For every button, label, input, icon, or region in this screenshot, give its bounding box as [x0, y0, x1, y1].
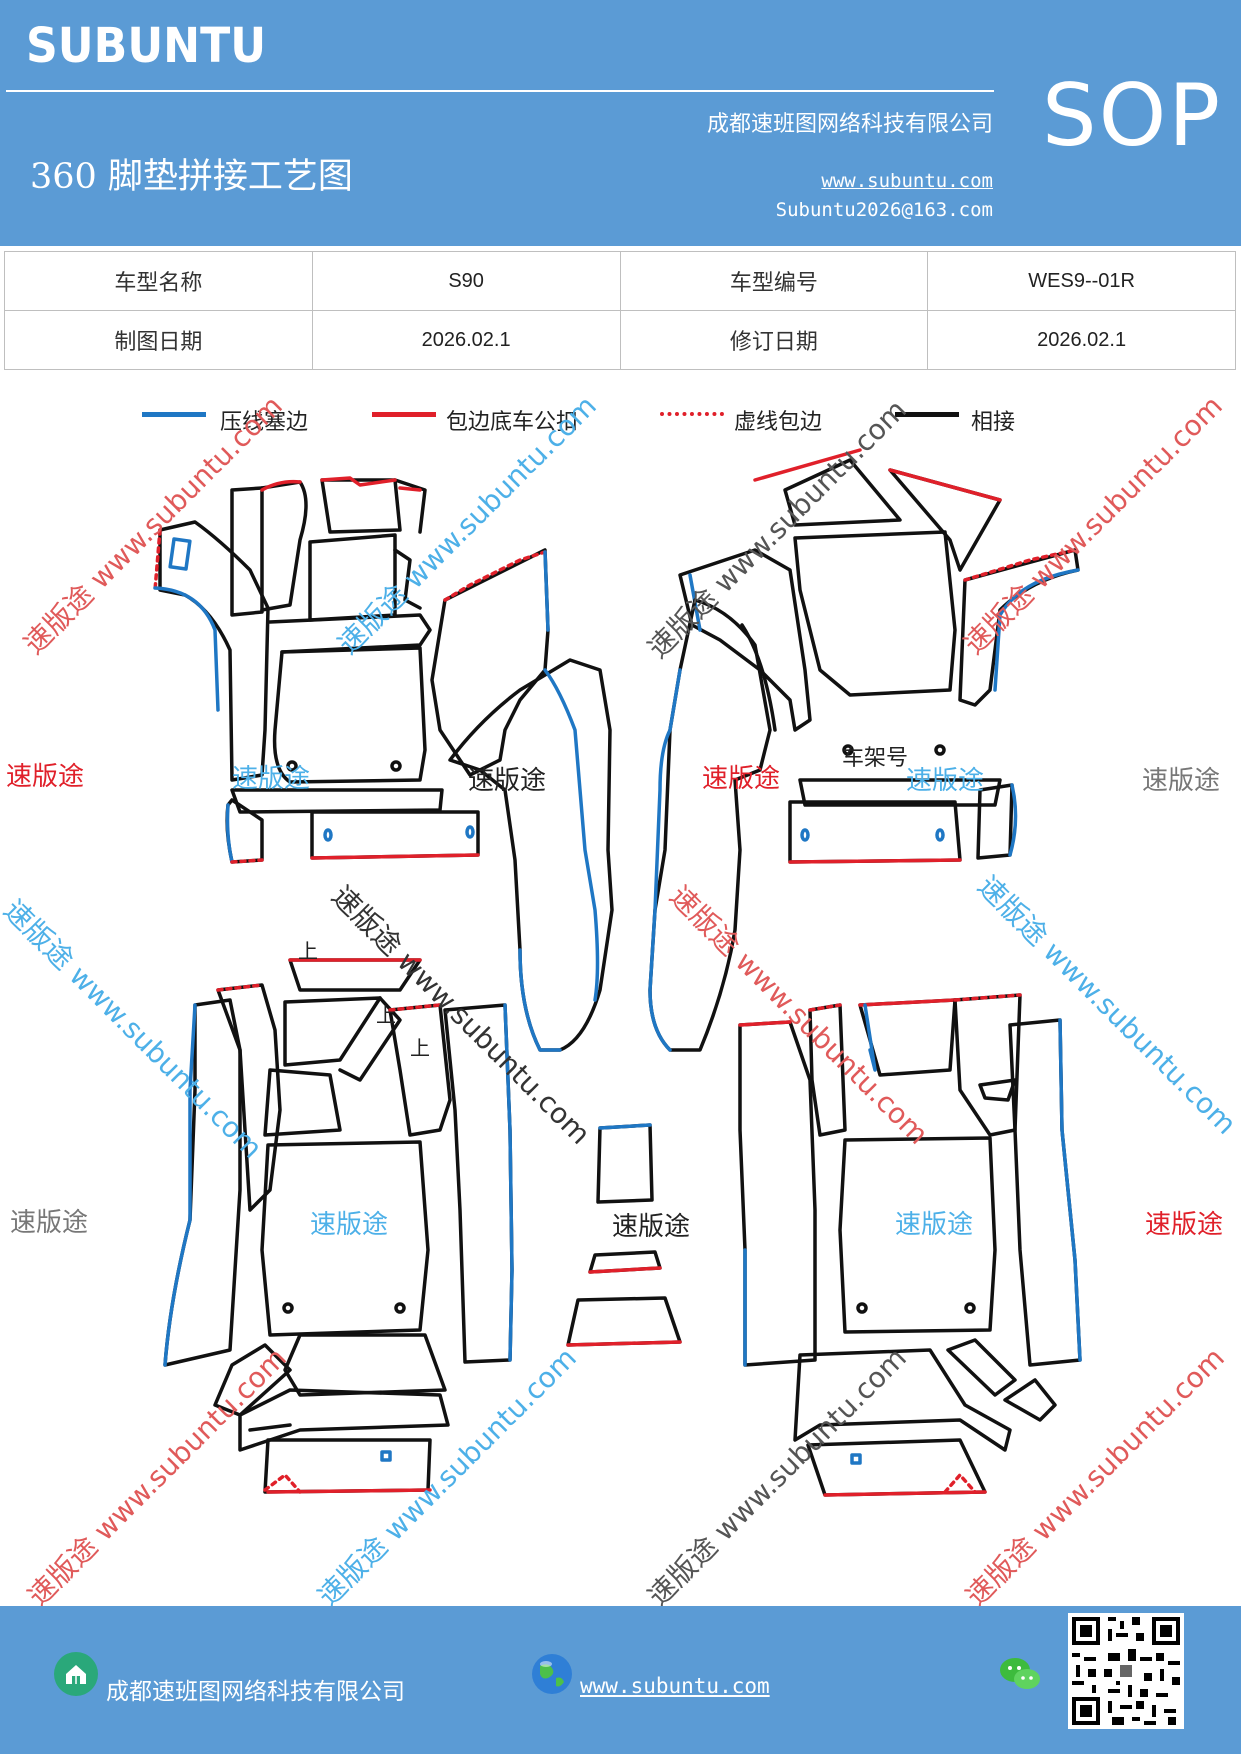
legend-swatch [895, 412, 959, 417]
home-icon [54, 1652, 98, 1696]
value-draw-date: 2026.02.1 [311, 310, 621, 370]
legend-item-join: 相接 [895, 402, 1055, 435]
legend-swatch [660, 412, 724, 416]
watermark-text: 速版途 [895, 1210, 974, 1240]
brand-logo: SUBUNTU [26, 18, 267, 74]
watermark-text: 速版途 [612, 1212, 691, 1242]
legend-item-dotted-wrap: 虚线包边 [660, 402, 860, 435]
up-mark-label: 上 [410, 1036, 430, 1060]
watermark-text: 速版途 [906, 766, 985, 796]
legend-label: 压线塞边 [220, 410, 309, 435]
table-row: 制图日期 2026.02.1 修订日期 2026.02.1 [4, 310, 1236, 370]
sop-badge: SOP [1042, 66, 1223, 166]
globe-icon [530, 1652, 574, 1696]
vehicle-info-table: 车型名称 S90 车型编号 WES9--01R 制图日期 2026.02.1 修… [4, 251, 1236, 370]
watermark-text: 速版途 [6, 762, 85, 792]
mat-set-center [566, 1123, 682, 1347]
footer-company: 成都速班图网络科技有限公司 [106, 1679, 405, 1705]
legend-item-press-line: 压线塞边 [142, 402, 342, 435]
label-draw-date: 制图日期 [4, 310, 313, 370]
header-email[interactable]: Subuntu2026@163.com [775, 199, 993, 221]
qr-code [1068, 1613, 1184, 1729]
frame-number-label: 车架号 [842, 746, 908, 771]
value-revise-date: 2026.02.1 [927, 310, 1236, 370]
legend-label: 虚线包边 [734, 410, 823, 435]
table-row: 车型名称 S90 车型编号 WES9--01R [4, 251, 1236, 311]
legend-swatch [372, 412, 436, 417]
legend-label: 相接 [971, 410, 1016, 435]
watermark-text: 速版途 [1145, 1210, 1224, 1240]
label-revise-date: 修订日期 [619, 310, 929, 370]
header-website-link[interactable]: www.subuntu.com [821, 170, 993, 192]
mat-set-front-right [648, 448, 1080, 1052]
legend-swatch [142, 412, 206, 417]
watermark-text: 速版途 [232, 764, 311, 794]
header-company: 成都速班图网络科技有限公司 [706, 112, 993, 137]
watermark-text: 速版途 [1142, 766, 1221, 796]
watermark-text: 速版途 [310, 1210, 389, 1240]
mat-set-rear-left [163, 958, 514, 1494]
mat-set-front-left [153, 476, 614, 1052]
floor-mat-diagram: 车架号 上 上 上 [153, 448, 1082, 1497]
mat-set-rear-right [738, 993, 1082, 1497]
document-title: 360 脚垫拼接工艺图 [30, 157, 353, 197]
watermark-text: 速版途 [702, 764, 781, 794]
value-model-name: S90 [311, 251, 621, 311]
footer-website-link[interactable]: www.subuntu.com [580, 1674, 770, 1698]
label-model-name: 车型名称 [4, 251, 313, 311]
watermark-text: 速版途 [468, 766, 547, 796]
label-model-code: 车型编号 [619, 251, 929, 311]
header-divider [6, 90, 994, 92]
up-mark-label: 上 [376, 1003, 396, 1027]
wechat-icon [996, 1652, 1044, 1696]
up-mark-label: 上 [298, 939, 318, 963]
value-model-code: WES9--01R [927, 251, 1236, 311]
watermark-text: 速版途 [10, 1208, 89, 1238]
legend-item-wrap-edge: 包边底车公扣 [372, 402, 612, 435]
legend-label: 包边底车公扣 [446, 410, 579, 435]
header-banner [0, 0, 1241, 246]
